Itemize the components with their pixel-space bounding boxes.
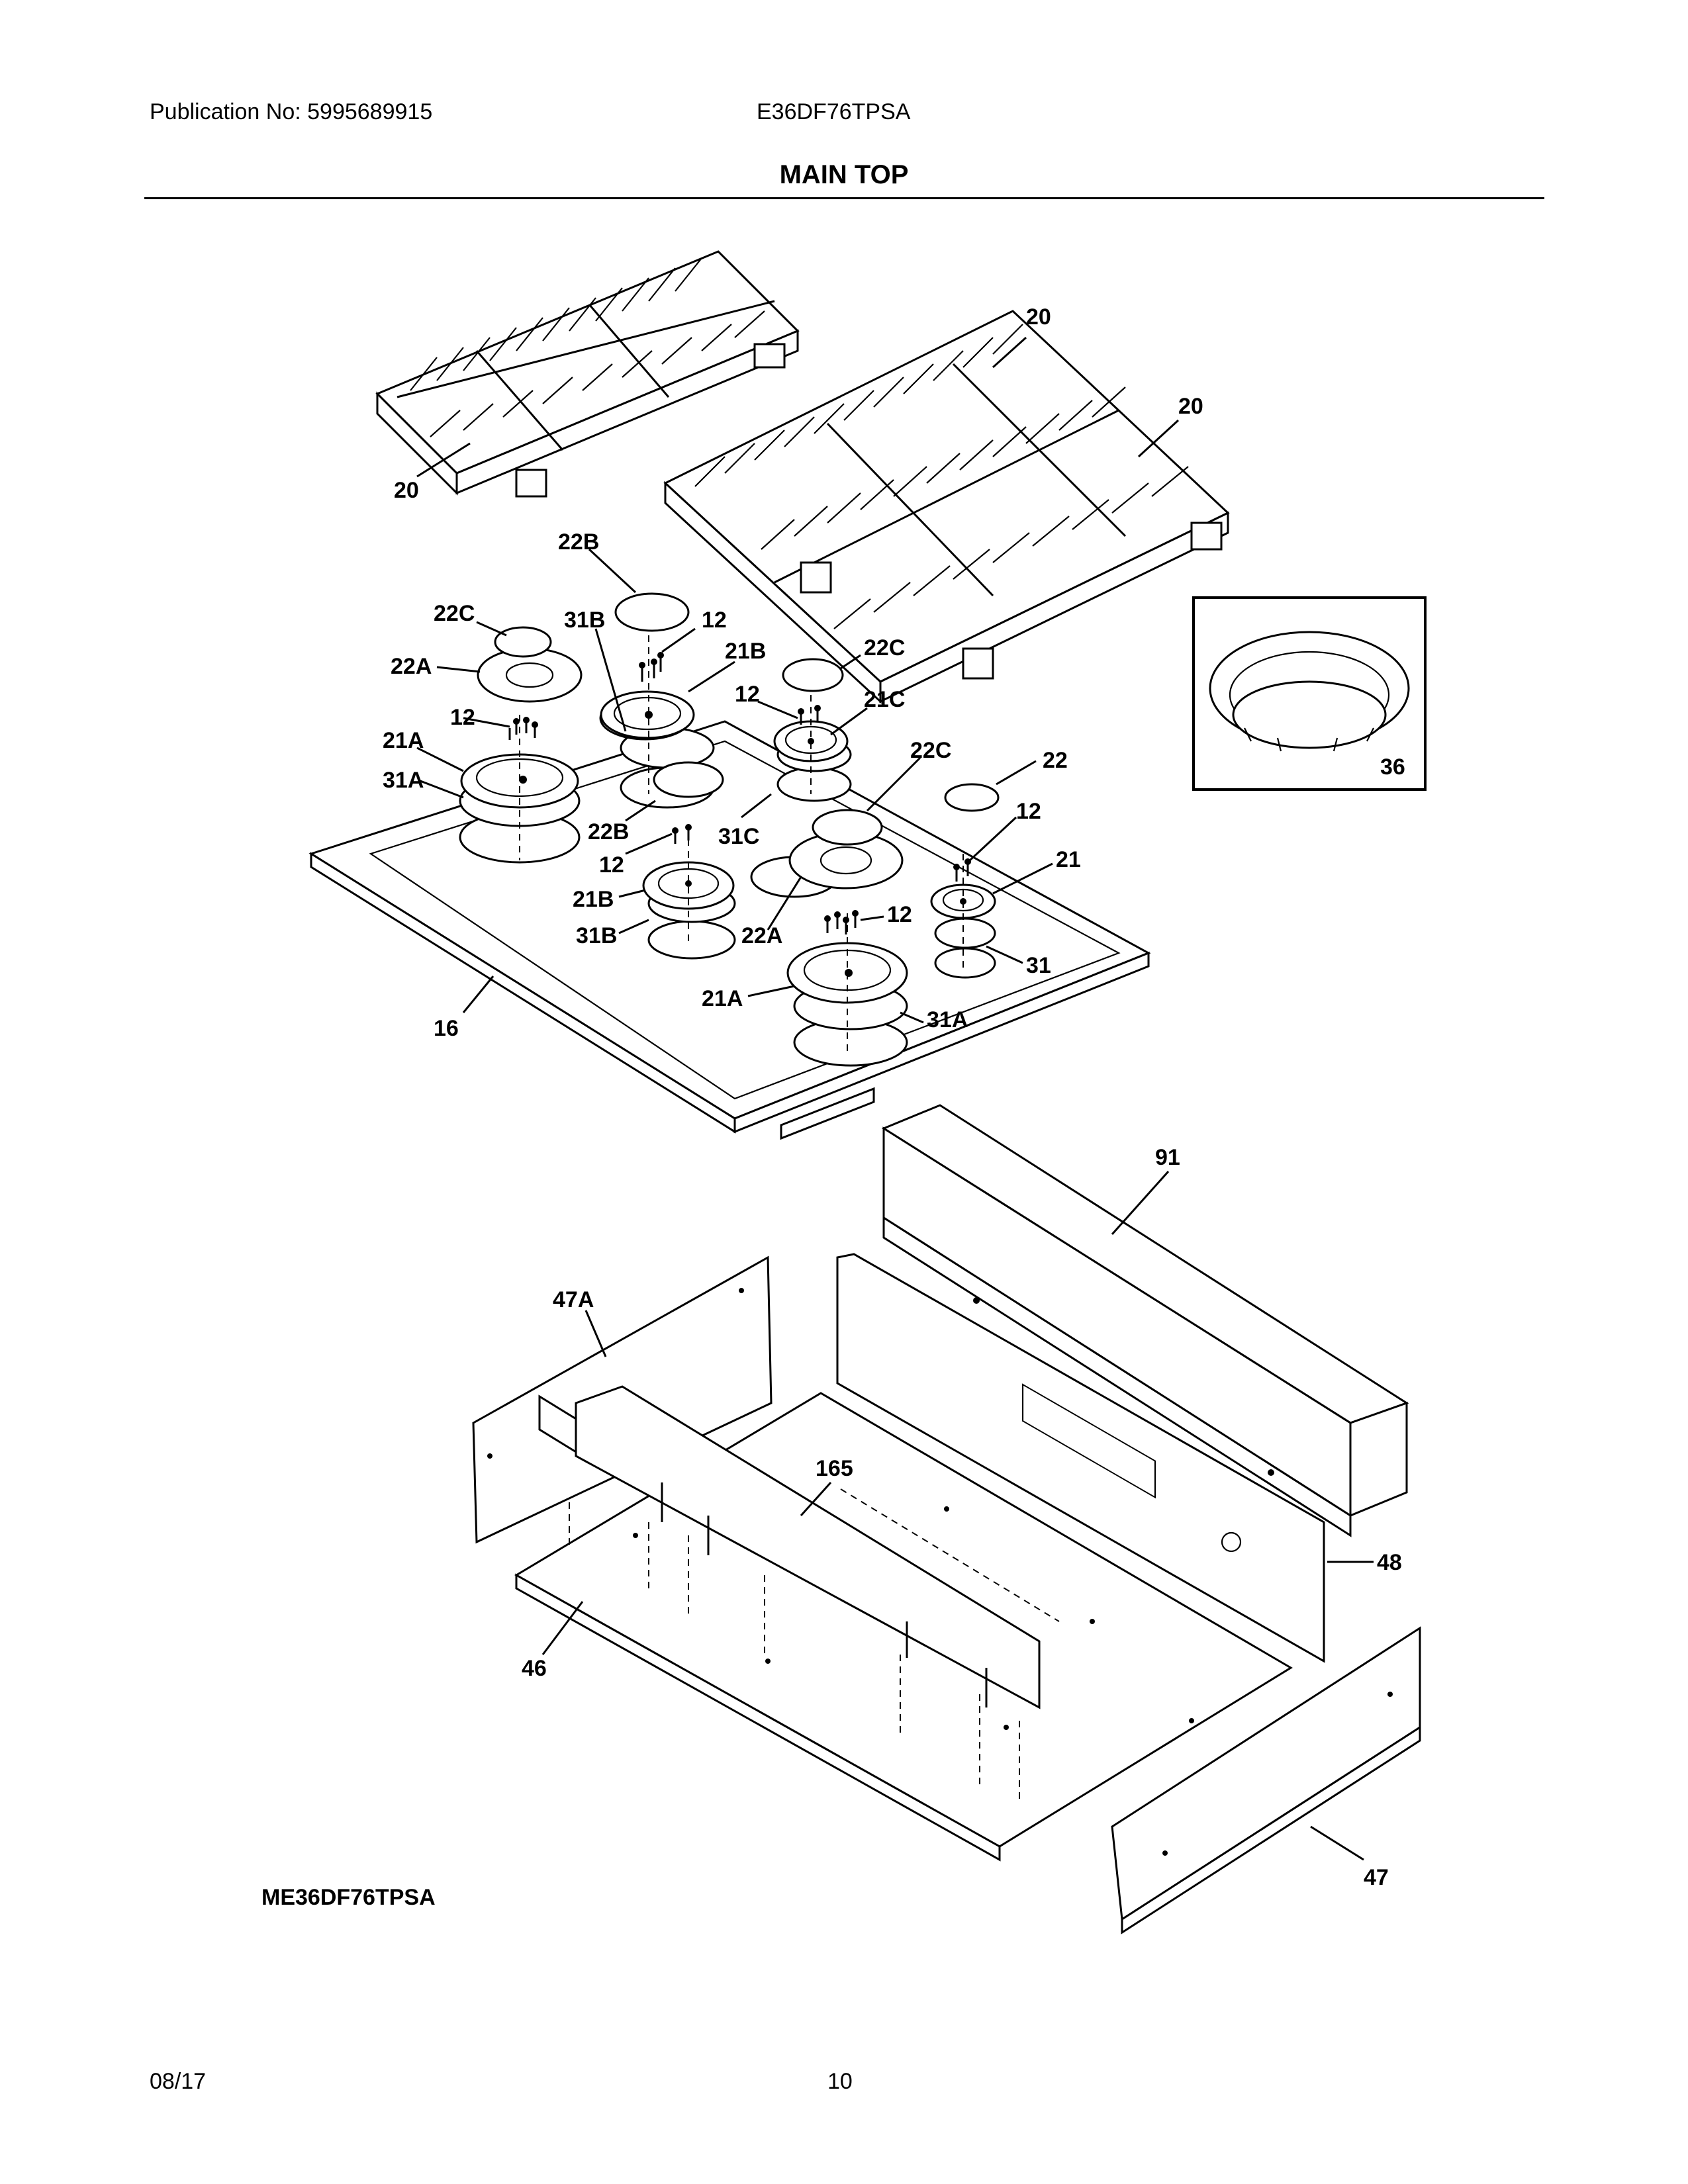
burner-center-front bbox=[642, 827, 736, 960]
panel-91 bbox=[881, 1104, 1409, 1537]
callout-20-right: 20 bbox=[1178, 394, 1203, 419]
callout-47: 47 bbox=[1364, 1865, 1389, 1890]
burner-right-small bbox=[930, 783, 1000, 979]
callout-21b-low: 21B bbox=[573, 887, 614, 912]
callout-31b-top: 31B bbox=[564, 608, 605, 633]
diagram-code: ME36DF76TPSA bbox=[261, 1885, 436, 1910]
leader-lines bbox=[416, 336, 1374, 1861]
callout-22a-mid: 22A bbox=[741, 923, 782, 948]
callout-48: 48 bbox=[1377, 1550, 1402, 1575]
burner-center-mid bbox=[653, 761, 904, 898]
burner-front-left-large bbox=[459, 715, 581, 864]
callout-12-top: 12 bbox=[702, 608, 727, 633]
callout-22c-mid: 22C bbox=[864, 635, 905, 660]
footer-date: 08/17 bbox=[150, 2069, 207, 2094]
burner-center-rear bbox=[773, 658, 852, 802]
callout-22c-right: 22C bbox=[910, 738, 951, 763]
callout-46: 46 bbox=[522, 1656, 547, 1681]
callout-12-front: 12 bbox=[887, 902, 912, 927]
callout-16: 16 bbox=[434, 1016, 459, 1041]
callout-22b-top: 22B bbox=[558, 529, 599, 555]
callout-36: 36 bbox=[1380, 754, 1405, 780]
callout-12-right: 12 bbox=[1016, 799, 1041, 824]
callout-12-mid: 12 bbox=[735, 682, 760, 707]
inset-box-36 bbox=[1192, 596, 1427, 791]
left-grate bbox=[375, 250, 800, 498]
publication-number: Publication No: 5995689915 bbox=[150, 99, 433, 124]
callout-47a: 47A bbox=[553, 1287, 594, 1312]
callout-12-low: 12 bbox=[599, 852, 624, 878]
dashed-fastener-lines bbox=[569, 1488, 1060, 1800]
section-title: MAIN TOP bbox=[779, 160, 909, 189]
callout-12-left: 12 bbox=[450, 705, 475, 730]
callout-31: 31 bbox=[1026, 953, 1051, 978]
model-number: E36DF76TPSA bbox=[757, 99, 911, 124]
callout-165: 165 bbox=[816, 1456, 853, 1481]
callout-22: 22 bbox=[1043, 748, 1068, 773]
callout-91: 91 bbox=[1155, 1145, 1180, 1170]
callout-labels: 20 20 20 22B 22C 22A 31B 12 21B 22C 12 2… bbox=[383, 304, 1405, 1890]
screws bbox=[508, 652, 971, 934]
callout-21a-front: 21A bbox=[702, 986, 743, 1011]
callout-31c: 31C bbox=[718, 824, 759, 849]
callout-21b-top: 21B bbox=[725, 639, 766, 664]
callout-22b-low: 22B bbox=[588, 819, 629, 844]
callout-20-left: 20 bbox=[394, 478, 419, 503]
callout-31b-low: 31B bbox=[576, 923, 617, 948]
panel-48 bbox=[836, 1253, 1325, 1663]
callout-21: 21 bbox=[1056, 847, 1081, 872]
callout-20-top: 20 bbox=[1026, 304, 1051, 330]
burner-rear-left-ring bbox=[477, 626, 583, 703]
callout-21a-left: 21A bbox=[383, 728, 424, 753]
callout-22c-left: 22C bbox=[434, 601, 475, 626]
callout-31a-left: 31A bbox=[383, 768, 424, 793]
bracket-47 bbox=[1111, 1626, 1421, 1934]
right-grate bbox=[663, 310, 1230, 704]
callout-31a-front: 31A bbox=[927, 1007, 968, 1032]
page-number: 10 bbox=[827, 2069, 853, 2094]
callout-22a-left: 22A bbox=[391, 654, 432, 679]
panel-165 bbox=[575, 1385, 1041, 1709]
burner-front-right-large bbox=[786, 913, 908, 1067]
callout-21c: 21C bbox=[864, 687, 905, 712]
header-rule bbox=[144, 197, 1544, 199]
